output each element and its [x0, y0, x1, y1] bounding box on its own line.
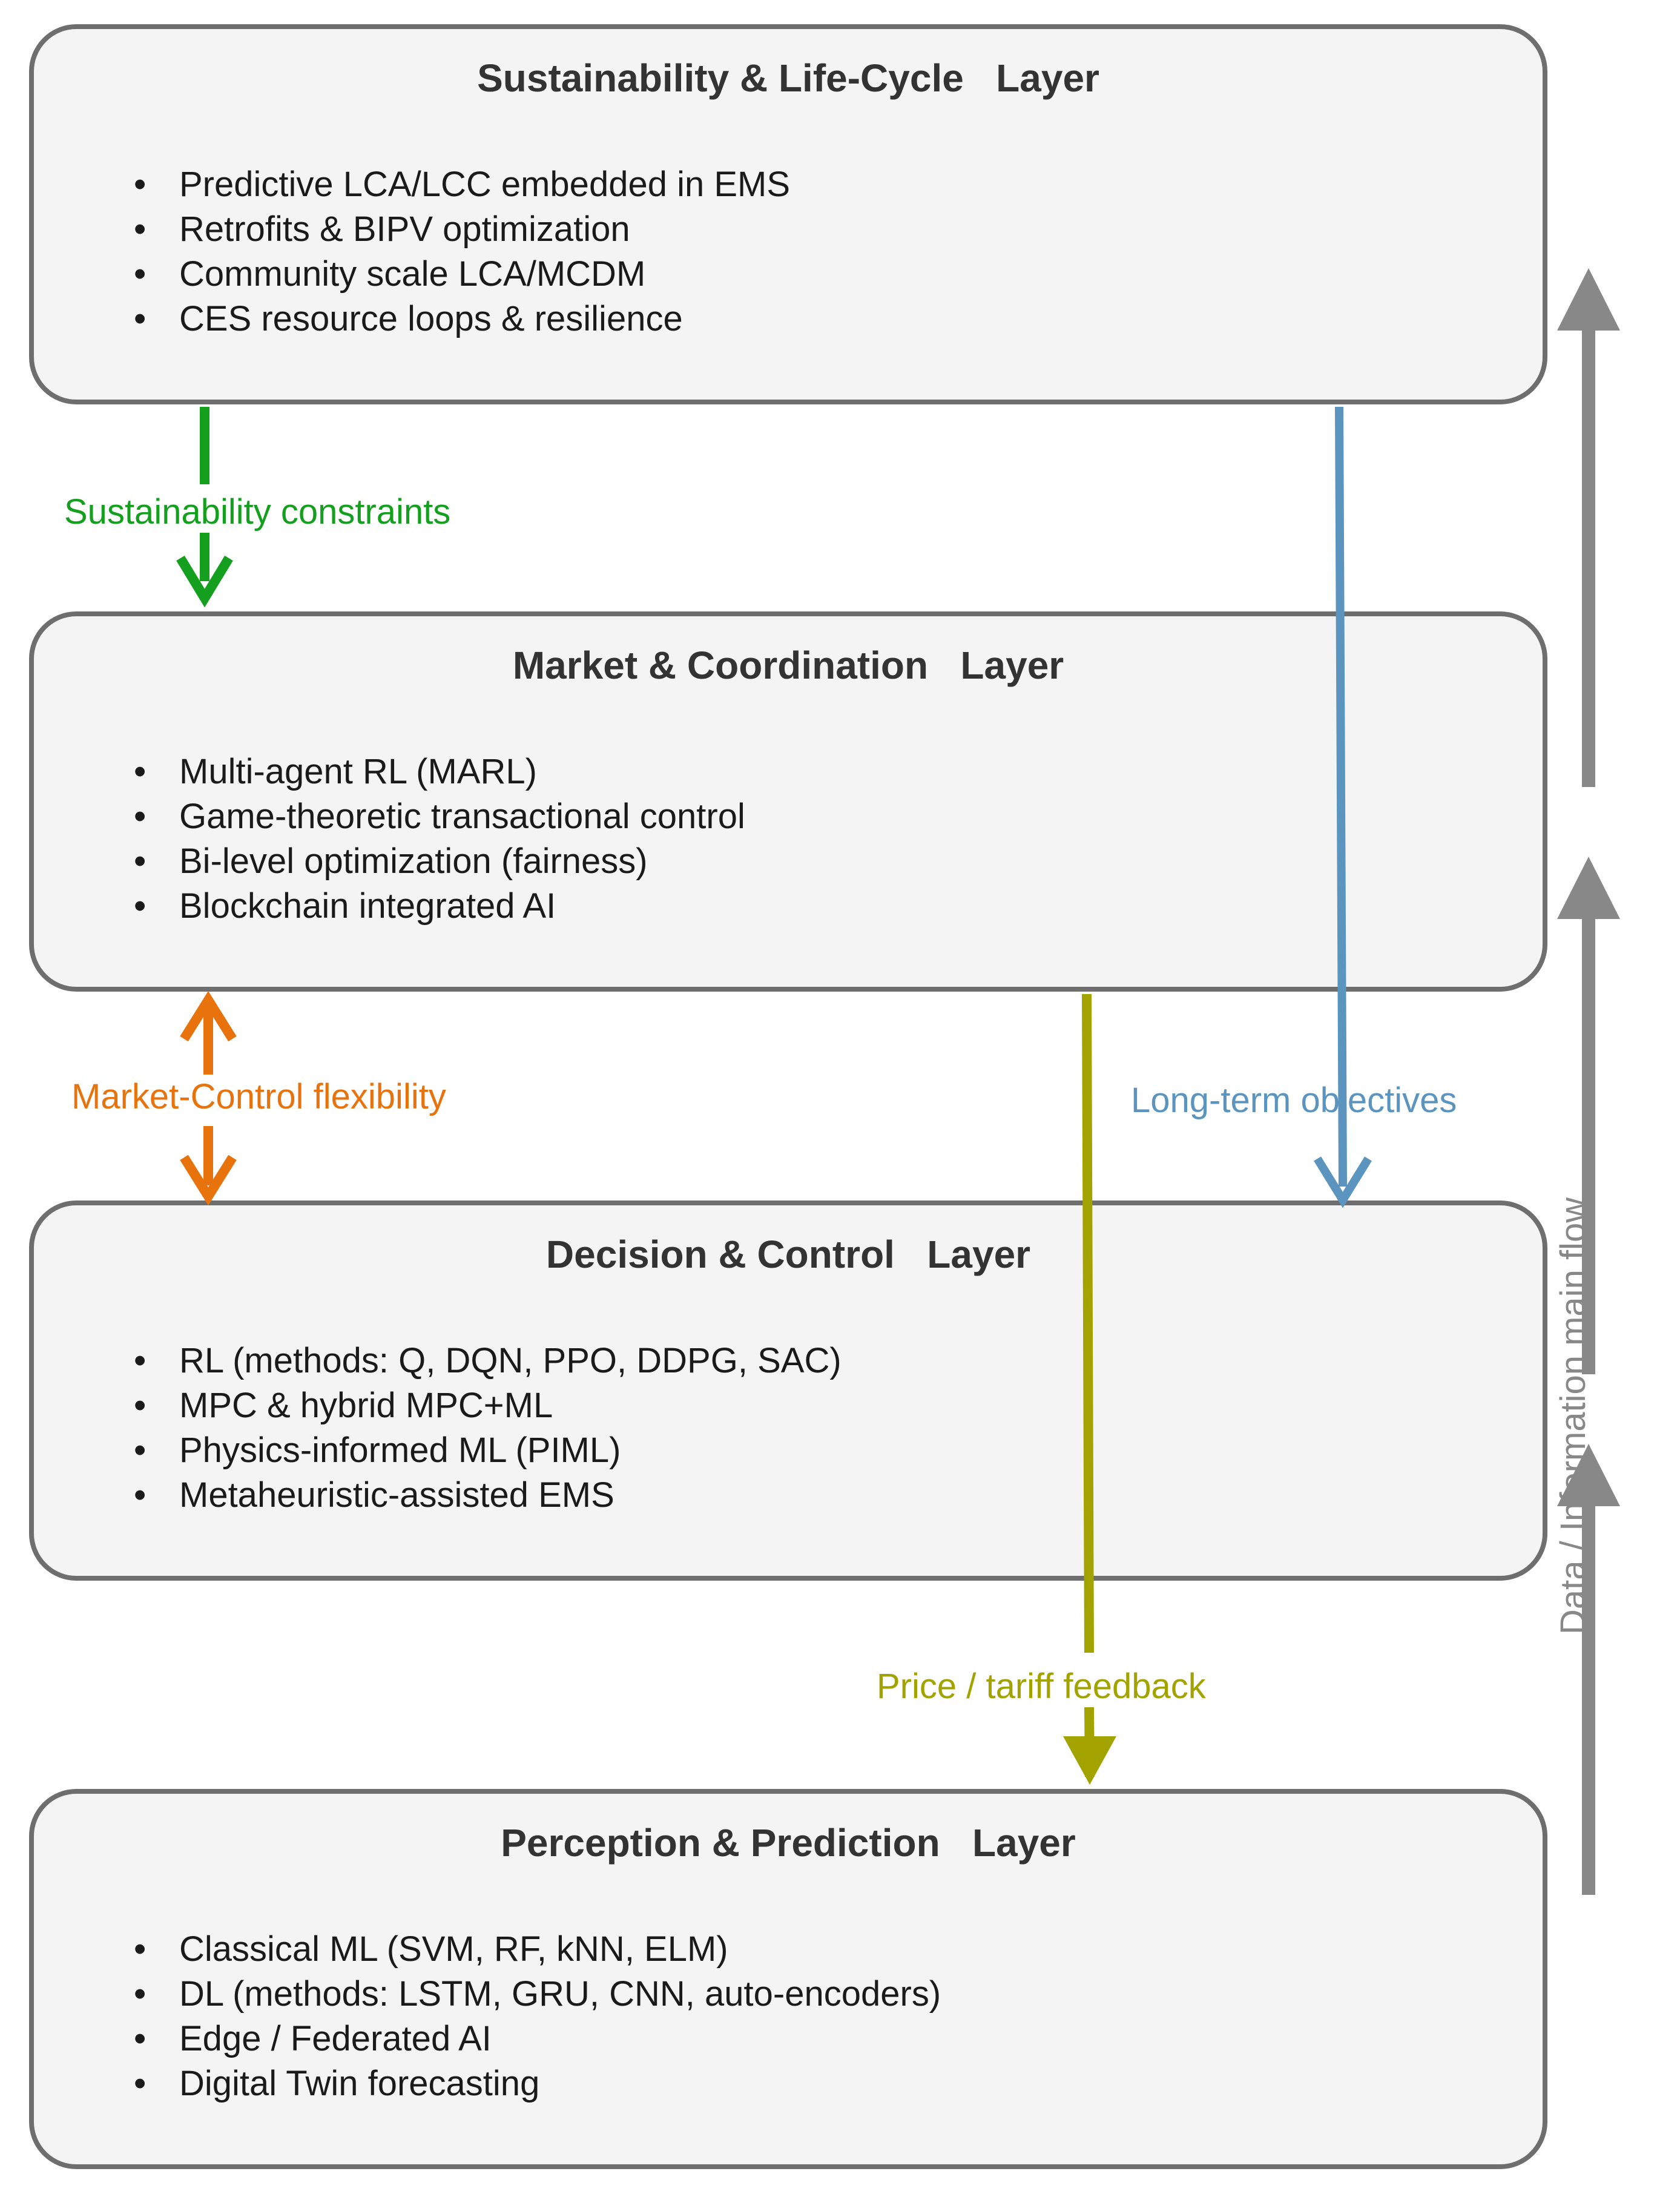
market-layer-box: Market & Coordination Layer Multi-agent …: [29, 611, 1547, 992]
main-flow-label: Data / Information main flow: [1553, 1197, 1593, 1635]
list-item: MPC & hybrid MPC+ML: [134, 1383, 842, 1428]
main-flow-arrow: [1557, 268, 1620, 1895]
long-term-objectives-label: Long-term objectives: [1131, 1081, 1457, 1120]
list-item: Predictive LCA/LCC embedded in EMS: [134, 162, 790, 207]
list-item: RL (methods: Q, DQN, PPO, DDPG, SAC): [134, 1339, 842, 1383]
list-item: Game-theoretic transactional control: [134, 794, 745, 839]
sustainability-layer-list: Predictive LCA/LCC embedded in EMS Retro…: [134, 162, 790, 341]
perception-layer-list: Classical ML (SVM, RF, kNN, ELM) DL (met…: [134, 1927, 941, 2106]
list-item: Metaheuristic-assisted EMS: [134, 1473, 842, 1518]
long-term-objectives-arrow: [1314, 406, 1372, 1208]
sustainability-constraints-label: Sustainability constraints: [64, 492, 451, 532]
sustainability-constraints-arrow: [176, 407, 233, 608]
list-item: Edge / Federated AI: [134, 2017, 941, 2061]
decision-layer-title: Decision & Control Layer: [545, 1233, 1031, 1276]
list-item: CES resource loops & resilience: [134, 297, 790, 341]
list-item: Digital Twin forecasting: [134, 2061, 941, 2106]
list-item: Community scale LCA/MCDM: [134, 252, 790, 297]
price-tariff-feedback-arrow: [1063, 993, 1116, 1785]
sustainability-layer-box: Sustainability & Life-Cycle Layer Predic…: [29, 24, 1547, 404]
decision-layer-list: RL (methods: Q, DQN, PPO, DDPG, SAC) MPC…: [134, 1339, 842, 1518]
price-tariff-feedback-label: Price / tariff feedback: [877, 1667, 1206, 1706]
list-item: Bi-level optimization (fairness): [134, 839, 745, 884]
market-layer-title: Market & Coordination Layer: [512, 644, 1064, 687]
decision-layer-box: Decision & Control Layer RL (methods: Q,…: [29, 1200, 1547, 1581]
list-item: DL (methods: LSTM, GRU, CNN, auto-encode…: [134, 1972, 941, 2017]
list-item: Retrofits & BIPV optimization: [134, 207, 790, 252]
market-control-flexibility-label: Market-Control flexibility: [71, 1077, 446, 1116]
list-item: Classical ML (SVM, RF, kNN, ELM): [134, 1927, 941, 1972]
market-control-flexibility-arrow: [180, 990, 237, 1206]
sustainability-layer-title: Sustainability & Life-Cycle Layer: [477, 56, 1099, 100]
perception-layer-title: Perception & Prediction Layer: [501, 1821, 1076, 1865]
list-item: Blockchain integrated AI: [134, 884, 745, 929]
list-item: Physics-informed ML (PIML): [134, 1428, 842, 1473]
market-layer-list: Multi-agent RL (MARL) Game-theoretic tra…: [134, 749, 745, 929]
perception-layer-box: Perception & Prediction Layer Classical …: [29, 1789, 1547, 2169]
list-item: Multi-agent RL (MARL): [134, 749, 745, 794]
